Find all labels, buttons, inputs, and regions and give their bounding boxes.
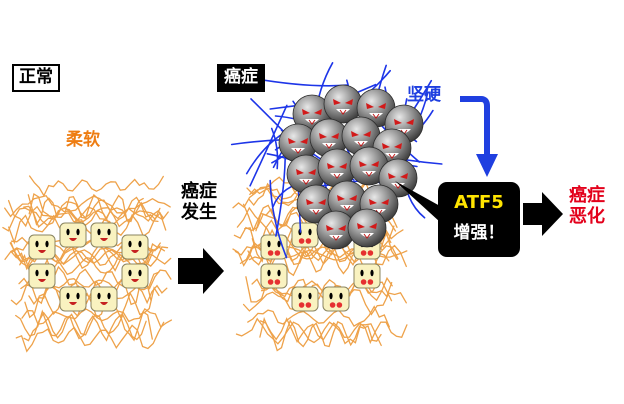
soft-matrix-label: 柔软 [66,130,100,150]
angry-tumor-cell-icon [347,208,387,248]
soft-fiber [247,305,390,328]
tumor-to-atf5-connector [395,181,440,222]
stiff-fiber [249,104,288,187]
smiling-cell-icon [121,234,149,260]
progression-arrow [523,192,563,236]
soft-fiber [7,199,169,228]
cancer-progression-line2: 恶化 [569,205,605,227]
cancer-onset-label: 癌症 发生 [181,181,217,223]
smiling-cell-icon [59,286,87,312]
stiff-fiber [252,77,348,87]
cancer-tissue-tag: 癌症 [217,64,265,92]
soft-fiber [259,317,408,345]
stiffness-signal-arrowhead [476,154,498,177]
atf5-label: ATF5 [454,192,504,213]
angry-tumor-cell-icon [327,180,367,220]
stressed-cell-icon [291,286,319,312]
soft-fiber [235,317,382,347]
smiling-cell-icon [59,222,87,248]
enhanced-label: 增强！ [453,223,505,243]
soft-fiber [23,205,164,228]
soft-fiber-network [2,175,173,353]
angry-tumor-cell-icon [323,84,363,124]
soft-fiber [8,211,167,245]
tumor-cell-cluster [278,84,424,250]
normal-tissue-tag: 正常 [12,64,60,92]
stressed-cell-icon [353,263,381,289]
angry-tumor-cell-icon [286,154,326,194]
soft-fiber [259,316,382,352]
stiff-fiber [270,127,279,170]
smiling-cell-icon [28,234,56,260]
onset-arrow [178,248,224,294]
stiff-fiber [269,179,288,259]
stiff-fiber [245,132,285,175]
smiling-cell-icon [90,286,118,312]
stressed-cell-icon [260,263,288,289]
soft-fiber [28,175,164,197]
stiffness-signal-arrow [460,96,490,158]
stiff-matrix-label: 坚硬 [407,85,441,105]
smiling-cell-icon [28,263,56,289]
soft-fiber [27,193,144,226]
atf5-callout-box [438,182,520,257]
cancer-progression-label: 癌症 恶化 [569,185,605,227]
angry-tumor-cell-icon [316,210,356,250]
smiling-cell-icon [90,222,118,248]
cancer-onset-line1: 癌症 [181,181,217,202]
soft-fiber [28,192,161,221]
angry-tumor-cell-icon [309,118,349,158]
soft-fiber [15,321,165,353]
soft-fiber [23,309,153,342]
smiling-cell-icon [121,263,149,289]
stressed-cell-icon [291,222,319,248]
soft-fiber [21,307,173,329]
process-arrows [178,96,563,294]
stressed-cell-icon [322,286,350,312]
cancer-progression-line1: 癌症 [569,185,605,206]
cancer-onset-line2: 发生 [181,201,217,223]
angry-tumor-cell-icon [278,123,318,163]
normal-epithelial-ring [28,222,149,312]
